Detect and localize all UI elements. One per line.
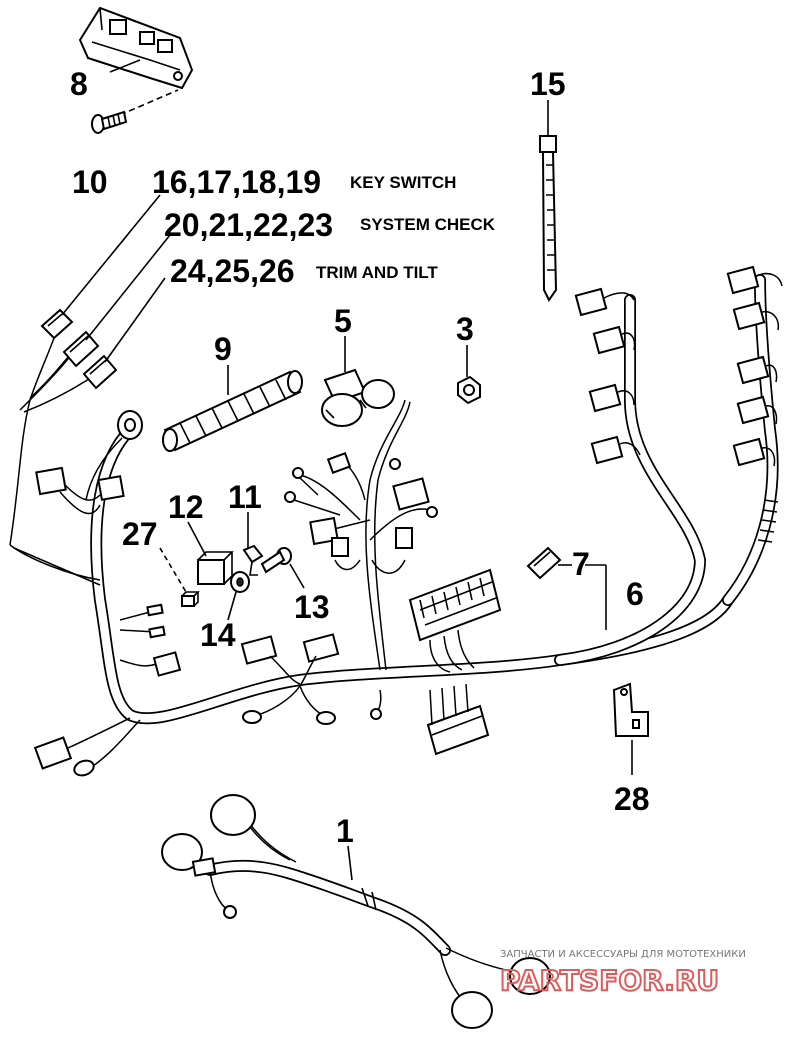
part-13-screw [260, 547, 292, 574]
leader-1 [347, 845, 353, 881]
leader-24-26 [104, 277, 166, 363]
callout-11: 11 [228, 479, 262, 515]
callout-1: 1 [336, 813, 354, 849]
injector-connectors-right [726, 265, 783, 467]
leader-8-dashed [119, 89, 179, 116]
main-connector-upper [408, 568, 502, 673]
leader-14 [227, 591, 237, 621]
part-27-clip [181, 591, 200, 607]
callout-5: 5 [334, 303, 352, 339]
injector-connectors-left [574, 287, 641, 465]
leader-12 [187, 521, 207, 557]
leader-16-19 [61, 194, 161, 316]
connectors-16-26 [40, 308, 118, 390]
callout-6: 6 [626, 576, 644, 612]
harness-lower-left-ends [33, 603, 182, 777]
leader-13 [289, 563, 305, 589]
part-12-relay [197, 551, 234, 585]
callout-3: 3 [456, 311, 474, 347]
harness-left-branches [9, 319, 101, 586]
leader-20-23 [85, 234, 171, 341]
callout-13: 13 [294, 589, 330, 625]
watermark-tagline: ЗАПЧАСТИ И АКСЕССУАРЫ ДЛЯ МОТОТЕХНИКИ [500, 949, 746, 960]
leader-8 [109, 59, 141, 73]
leader-27 [159, 547, 187, 593]
callout-10: 10 [72, 164, 108, 200]
caption-key-switch: KEY SWITCH [350, 173, 456, 192]
part-8-switch-bracket [78, 6, 194, 90]
callout-8: 8 [70, 66, 88, 102]
callout-15: 15 [530, 66, 566, 102]
part-14-bushing [230, 571, 250, 593]
part-28-bracket [612, 682, 649, 737]
left-connectors [35, 466, 125, 515]
callout-group-20-23: 20,21,22,23 [164, 207, 333, 243]
part-11-ground-terminal [242, 544, 264, 576]
part-3-nut [457, 375, 481, 405]
part-15-cable-tie [539, 135, 558, 302]
part-9-spiral-wrap [162, 370, 303, 452]
grommet-left [85, 410, 143, 501]
part-5-connector [321, 368, 395, 427]
watermark-brand: PARTSFOR.RU [500, 964, 719, 997]
part-1-sub-harness [161, 794, 551, 1029]
caption-trim-and-tilt: TRIM AND TILT [316, 263, 438, 282]
part-10-screw [91, 110, 128, 134]
callout-14: 14 [200, 617, 236, 653]
ring-terminals-center [284, 452, 438, 557]
main-connector-lower [426, 683, 490, 756]
caption-system-check: SYSTEM CHECK [360, 215, 496, 234]
part-7-fuse [526, 546, 562, 580]
callout-9: 9 [214, 331, 232, 367]
callout-group-24-26: 24,25,26 [170, 253, 295, 289]
callout-12: 12 [168, 489, 204, 525]
callout-28: 28 [614, 781, 650, 817]
callout-group-16-19: 16,17,18,19 [152, 164, 321, 200]
callout-7: 7 [572, 546, 590, 582]
harness-bottom-middle [240, 633, 382, 725]
callout-27: 27 [122, 516, 158, 552]
